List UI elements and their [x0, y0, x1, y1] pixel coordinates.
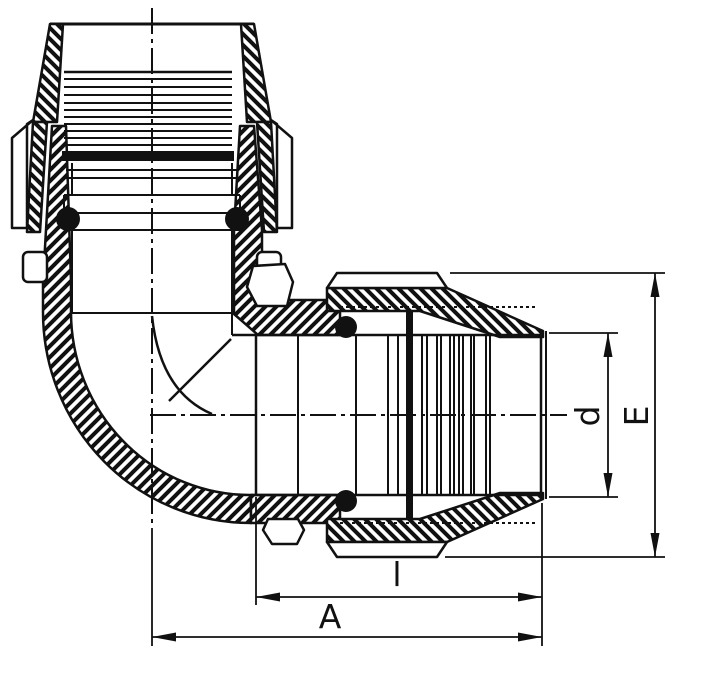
nut-flat-bottom — [325, 540, 449, 559]
dimension-label-A: A — [319, 597, 342, 636]
dimension-label-l: l — [392, 555, 401, 594]
oring-right — [225, 207, 249, 231]
arrowhead-E-bottom — [650, 533, 660, 557]
cap-wall-left — [31, 22, 65, 124]
elbow-body — [41, 124, 342, 525]
arrowhead-d-top — [603, 333, 613, 357]
grip-ring-serrations-vertical-socket — [64, 70, 232, 146]
cap-wall-right — [239, 22, 273, 124]
nut-flat-top — [325, 271, 449, 290]
dimension-A: A — [151, 528, 542, 646]
oring-left — [56, 207, 80, 231]
centerlines — [150, 8, 567, 528]
dimension-label-E: E — [617, 406, 656, 427]
nut-wall-left — [25, 120, 49, 234]
nut-band-bottom — [325, 491, 545, 544]
arrowhead-E-top — [650, 273, 660, 297]
arrowhead-A-right — [518, 632, 542, 642]
nut-skirt-left — [10, 118, 35, 230]
dimension-l: l — [255, 497, 543, 646]
arrowhead-d-bottom — [603, 473, 613, 497]
dimension-label-d: d — [568, 406, 607, 427]
oring-top-horizontal — [335, 316, 357, 338]
bore-intersection-curve — [150, 315, 213, 416]
nut-wall-right — [255, 120, 279, 234]
oring-bottom-horizontal — [335, 490, 357, 512]
body-tab-bottom — [261, 517, 306, 546]
nut-band-top — [325, 286, 545, 339]
body-left-wall-and-bend — [41, 124, 253, 525]
arrowhead-l-right — [518, 592, 542, 602]
clamp-ring-bar — [62, 151, 234, 161]
shoulder-boss — [245, 262, 295, 308]
nut-skirt-right — [269, 118, 294, 230]
dimension-E: E — [445, 272, 665, 558]
bore-intersection-edge — [168, 338, 232, 402]
arrowhead-l-left — [256, 592, 280, 602]
arrowhead-A-left — [152, 632, 176, 642]
dimension-d: d — [549, 332, 618, 498]
dimensions: E d l A — [151, 272, 665, 646]
body-tab-left — [21, 250, 49, 284]
